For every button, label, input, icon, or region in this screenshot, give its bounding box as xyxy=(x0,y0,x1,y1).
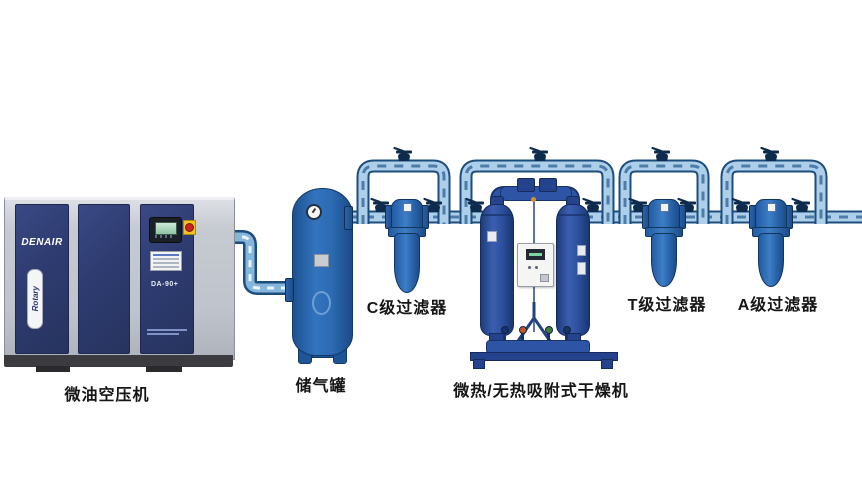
dryer-tower-right xyxy=(556,204,590,336)
drain-valve-knob xyxy=(563,326,571,334)
filter-indicator xyxy=(403,203,412,212)
control-display-bezel xyxy=(149,217,182,243)
dryer-foot xyxy=(473,359,485,369)
brand-logo: DENAIR xyxy=(21,237,63,248)
dryer-base-frame xyxy=(470,352,618,361)
compressor-cabinet: DENAIR Rotary DA-90+ xyxy=(4,197,235,360)
drain-valve-knob xyxy=(519,326,527,334)
filter-indicator xyxy=(767,203,776,212)
label-filter-t: T级过滤器 xyxy=(627,297,707,314)
tank-shell xyxy=(292,188,353,356)
bypass-arch-filter-a xyxy=(720,159,828,224)
keypad-buttons xyxy=(155,235,175,238)
tank-manhole xyxy=(312,291,331,315)
dryer-header-block xyxy=(539,178,557,192)
tank-nameplate xyxy=(314,254,329,267)
drain-valve xyxy=(503,331,506,340)
label-filter-a: A级过滤器 xyxy=(737,297,819,314)
filter-bowl xyxy=(394,233,420,293)
filter-bowl xyxy=(651,233,677,287)
estop-red-cap xyxy=(185,223,194,232)
compressor-door-middle xyxy=(78,204,130,354)
bypass-arch-filter-t xyxy=(618,159,710,224)
label-filter-c: C级过滤器 xyxy=(366,300,448,317)
label-compressor: 微油空压机 xyxy=(64,387,150,404)
compressor-door-control: DA-90+ xyxy=(140,204,196,354)
dryer-orange-fitting xyxy=(531,197,536,202)
tower-label xyxy=(487,231,497,242)
compressor-nameplate xyxy=(150,251,182,271)
pipe-compressor-to-tank xyxy=(228,230,290,295)
controller-display-icon xyxy=(526,249,545,260)
filter-indicator xyxy=(660,203,669,212)
controller-socket xyxy=(540,274,549,282)
lcd-screen-icon xyxy=(155,222,177,235)
compressor-foot xyxy=(36,366,70,372)
compressor-foot xyxy=(146,366,182,372)
drain-valve xyxy=(565,331,568,340)
controller-button xyxy=(535,266,538,269)
drain-valve xyxy=(547,331,550,340)
model-text: DA-90+ xyxy=(151,281,179,288)
tower-label xyxy=(577,245,586,256)
compressor-base xyxy=(4,355,233,367)
pressure-gauge-icon xyxy=(306,204,322,220)
label-dryer: 微热/无热吸附式干燥机 xyxy=(453,383,629,400)
compressor-door-left: DENAIR Rotary xyxy=(15,204,69,354)
tank-outlet-flange xyxy=(344,206,353,230)
rotary-badge: Rotary xyxy=(27,269,43,329)
slogan-lines xyxy=(147,327,189,335)
bypass-arch-filter-c xyxy=(356,159,451,224)
dryer-header xyxy=(500,186,572,201)
drain-valve-knob xyxy=(501,326,509,334)
filter-bowl xyxy=(758,233,784,287)
drain-valve xyxy=(521,331,524,340)
dryer-foot xyxy=(601,359,613,369)
dryer-tower-left xyxy=(480,204,514,336)
label-tank: 储气罐 xyxy=(295,378,347,395)
dryer-header-block xyxy=(517,178,535,192)
tower-label xyxy=(577,262,586,275)
tank-inlet-flange xyxy=(285,278,294,302)
controller-button xyxy=(528,266,531,269)
emergency-stop-button xyxy=(183,220,196,235)
bypass-arch-dryer xyxy=(459,159,615,224)
dryer-control-box xyxy=(517,243,554,287)
drain-valve-knob xyxy=(545,326,553,334)
